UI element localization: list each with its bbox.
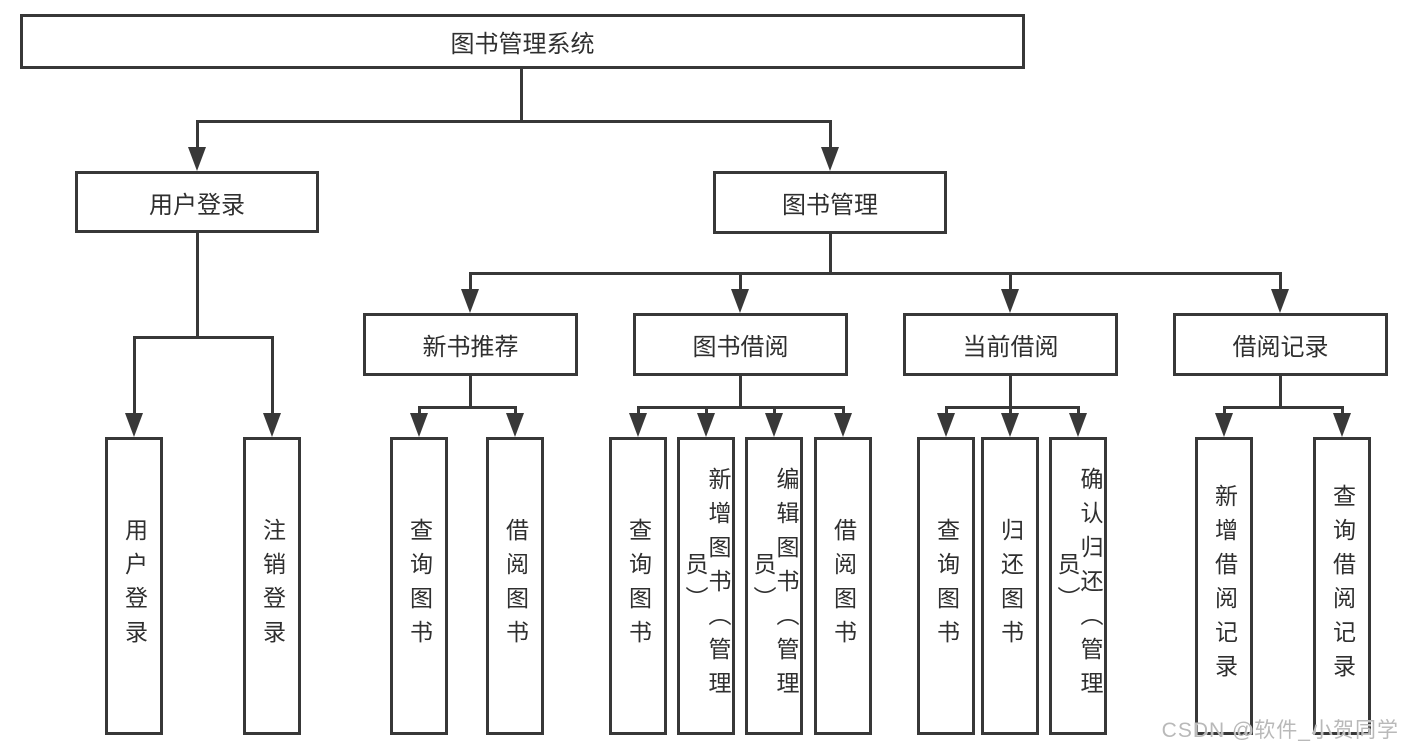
arrow-down-icon [834,413,852,437]
connector-line [468,376,472,409]
connector-line [944,406,1080,409]
node-borrow-records: 借阅记录 [1173,313,1388,376]
connector-line [1008,272,1012,292]
node-borrow-books-1: 借阅图书 [486,437,544,735]
node-user-login: 用户登录 [75,171,319,233]
connector-line [636,406,640,416]
csdn-watermark: CSDN @软件_小贺同学 [1161,719,1399,742]
connector-line [704,406,708,416]
connector-line [513,406,517,416]
node-book-borrow: 图书借阅 [633,313,848,376]
connector-line [132,336,136,416]
node-query-books-1: 查询图书 [390,437,448,735]
connector-line [195,233,199,339]
arrow-down-icon [1001,413,1019,437]
node-logout: 注销登录 [243,437,301,735]
node-new-book-rec: 新书推荐 [363,313,578,376]
connector-line [1222,406,1226,416]
connector-line [772,406,776,416]
arrow-down-icon [506,413,524,437]
connector-line [1278,272,1282,292]
arrow-down-icon [629,413,647,437]
arrow-down-icon [125,413,143,437]
connector-line [1076,406,1080,416]
arrow-down-icon [765,413,783,437]
arrow-down-icon [188,147,206,171]
arrow-down-icon [937,413,955,437]
node-query-books-3: 查询图书 [917,437,975,735]
node-edit-book-admin: 编辑图书（管理员） [745,437,803,735]
node-current-borrow: 当前借阅 [903,313,1118,376]
connector-line [944,406,948,416]
arrow-down-icon [1215,413,1233,437]
connector-line [1222,406,1344,409]
node-add-book-admin: 新增图书（管理员） [677,437,735,735]
node-borrow-books-2: 借阅图书 [814,437,872,735]
arrow-down-icon [410,413,428,437]
connector-line [417,406,517,409]
arrow-down-icon [263,413,281,437]
connector-line [417,406,421,416]
connector-line [636,406,845,409]
connector-line [468,272,472,292]
node-root: 图书管理系统 [20,14,1025,69]
node-query-borrow-record: 查询借阅记录 [1313,437,1371,735]
connector-line [828,234,832,275]
node-return-books: 归还图书 [981,437,1039,735]
connector-line [195,120,832,123]
arrow-down-icon [731,289,749,313]
connector-line [738,376,742,409]
connector-line [1008,376,1012,409]
connector-line [519,69,523,123]
connector-line [1008,406,1012,416]
arrow-down-icon [1333,413,1351,437]
connector-line [270,336,274,416]
connector-line [132,336,274,339]
arrow-down-icon [697,413,715,437]
arrow-down-icon [1271,289,1289,313]
node-add-borrow-record: 新增借阅记录 [1195,437,1253,735]
connector-line [1278,376,1282,409]
connector-line [1340,406,1344,416]
node-user-login-action: 用户登录 [105,437,163,735]
connector-line [841,406,845,416]
arrow-down-icon [461,289,479,313]
node-query-books-2: 查询图书 [609,437,667,735]
connector-line [195,120,199,150]
connector-line [468,272,1282,275]
node-book-mgmt: 图书管理 [713,171,947,234]
arrow-down-icon [821,147,839,171]
arrow-down-icon [1001,289,1019,313]
connector-line [828,120,832,150]
arrow-down-icon [1069,413,1087,437]
node-confirm-return-admin: 确认归还（管理员） [1049,437,1107,735]
connector-line [738,272,742,292]
